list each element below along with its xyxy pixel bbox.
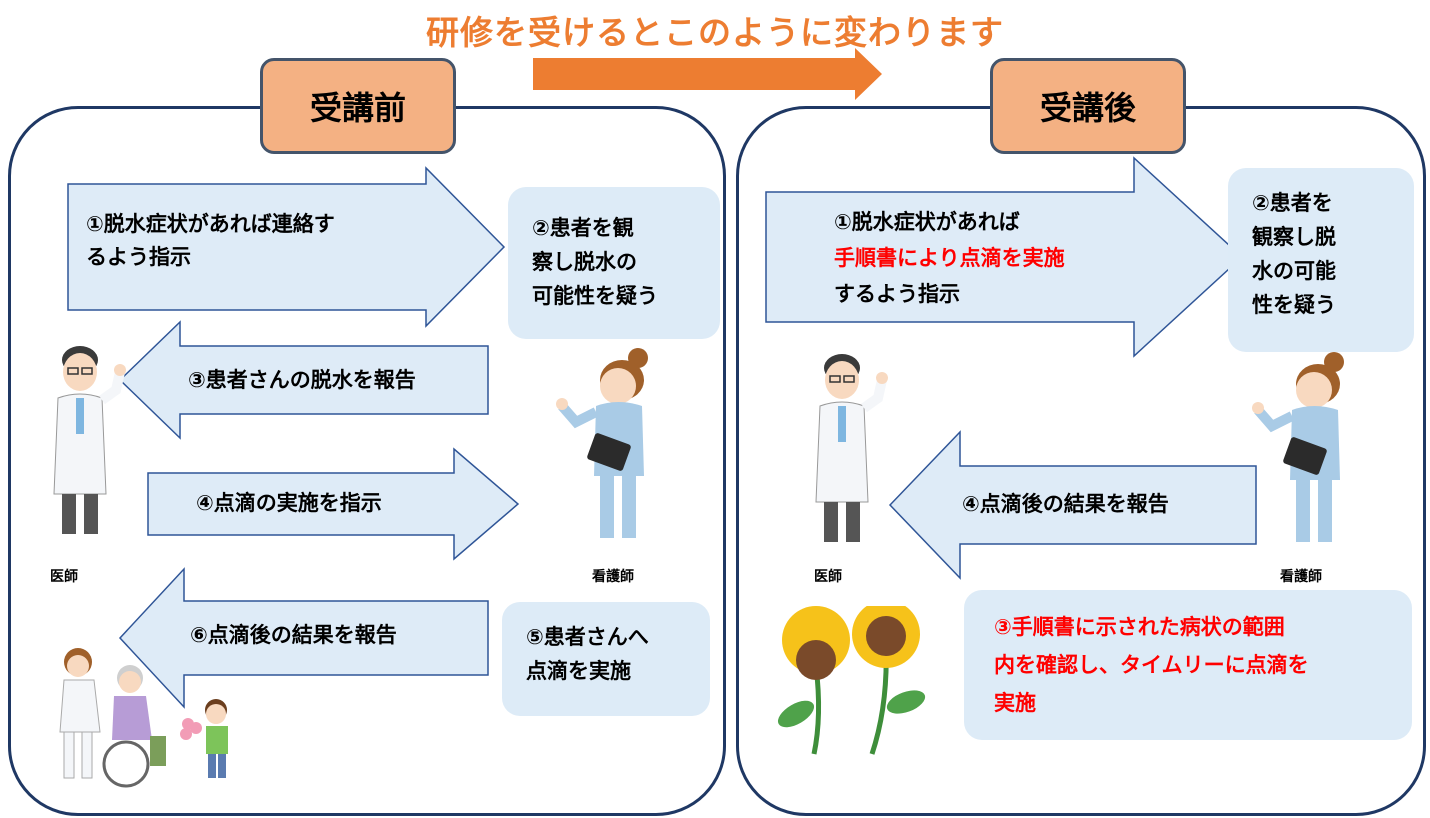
before-box-2: ②患者を観 察し脱水の 可能性を疑う [508,187,720,339]
before-arrow-3: ③患者さんの脱水を報告 [118,320,490,440]
after-box3-line1: ③手順書に示された病状の範囲 [994,615,1285,639]
after-nurse-label: 看護師 [1280,569,1322,585]
nurse-illustration [1252,352,1344,542]
nurse-illustration [556,348,648,538]
before-arrow3-text: ③患者さんの脱水を報告 [188,368,416,392]
before-arrow1-line1: ①脱水症状があれば連絡す [86,212,335,236]
after-tab-label: 受講後 [1039,89,1136,127]
before-arrow6-text: ⑥点滴後の結果を報告 [190,623,397,647]
after-tab: 受講後 [990,58,1186,154]
after-arrow1-line3: するよう指示 [834,282,960,306]
before-tab-label: 受講前 [309,89,406,127]
after-box2-line2: 観察し脱 [1252,225,1336,249]
after-box2-line1: ②患者を [1252,191,1333,215]
before-arrow4-text: ④点滴の実施を指示 [196,491,382,515]
before-arrow-6: ⑥点滴後の結果を報告 [118,567,490,709]
before-arrow-4: ④点滴の実施を指示 [146,447,520,561]
patient-family-illustration [59,648,228,788]
after-box3-line2: 内を確認し、タイムリーに点滴を [994,653,1309,677]
after-doctor-label: 医師 [814,569,842,585]
before-arrow-1: ①脱水症状があれば連絡す るよう指示 [66,166,506,328]
before-box2-line3: 可能性を疑う [532,284,658,308]
progression-arrow [533,48,882,100]
after-box2-line4: 性を疑う [1252,293,1336,317]
before-box2-line1: ②患者を観 [532,216,634,240]
after-arrow1-line1: ①脱水症状があれば [834,210,1020,234]
sunflower-illustration [777,606,926,755]
after-arrow-4: ④点滴後の結果を報告 [888,430,1258,580]
after-arrow1-line2: 手順書により点滴を実施 [834,246,1065,270]
after-arrow4-text: ④点滴後の結果を報告 [962,492,1169,516]
before-doctor-label: 医師 [50,569,78,585]
after-box3-line3: 実施 [994,691,1036,715]
before-box-5: ⑤患者さんへ 点滴を実施 [502,602,710,716]
after-box-3: ③手順書に示された病状の範囲 内を確認し、タイムリーに点滴を 実施 [964,590,1412,740]
doctor-illustration [815,354,888,542]
before-tab: 受講前 [260,58,456,154]
headline: 研修を受けるとこのように変わります [426,13,1004,52]
after-box-2: ②患者を 観察し脱 水の可能 性を疑う [1228,168,1414,352]
doctor-illustration [53,346,126,534]
before-box5-line2: 点滴を実施 [526,659,631,683]
before-arrow1-line2: るよう指示 [86,245,191,269]
after-arrow-1: ①脱水症状があれば 手順書により点滴を実施 するよう指示 [764,156,1244,358]
before-box5-line1: ⑤患者さんへ [526,625,649,649]
after-box2-line3: 水の可能 [1252,259,1336,283]
before-box2-line2: 察し脱水の [532,250,637,274]
before-nurse-label: 看護師 [592,569,634,585]
